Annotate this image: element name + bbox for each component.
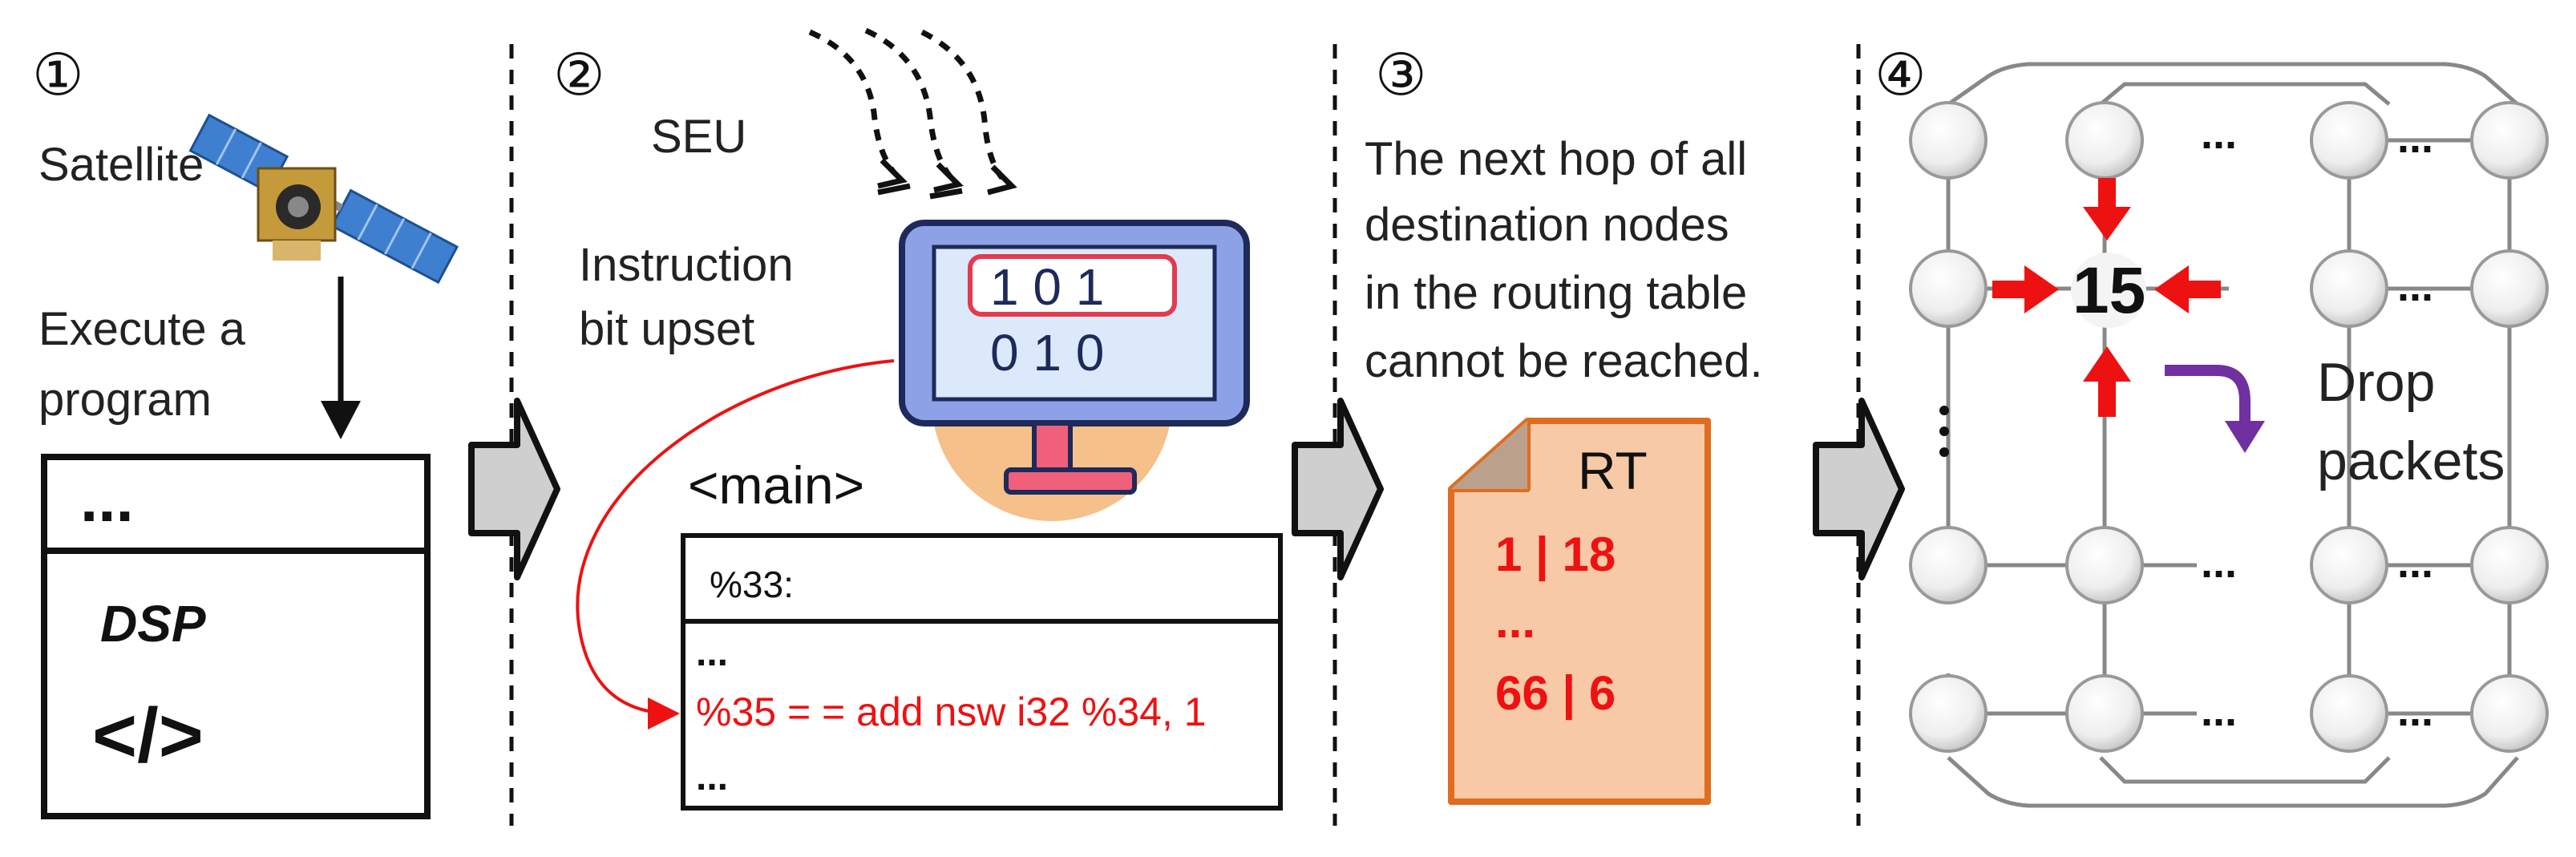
step-4-marker: ④ bbox=[1874, 43, 1927, 107]
bits-bottom: 0 1 0 bbox=[990, 324, 1104, 382]
node bbox=[2470, 249, 2549, 328]
drop-label-line1: Drop bbox=[2317, 352, 2435, 413]
satellite-label: Satellite bbox=[38, 139, 204, 191]
panel-1: ① Satellite Execute a program bbox=[32, 43, 459, 819]
node bbox=[2065, 101, 2144, 180]
panel-4: ④ bbox=[1874, 43, 2549, 808]
network-nodes bbox=[1909, 101, 2549, 753]
instruction-label-line2: bit upset bbox=[579, 303, 754, 355]
drop-arrow-icon bbox=[2165, 365, 2265, 453]
node bbox=[1909, 101, 1988, 180]
seu-label: SEU bbox=[651, 111, 746, 163]
code-dots-1: ... bbox=[696, 632, 728, 674]
step-3-marker: ③ bbox=[1375, 43, 1427, 107]
ellipsis: ... bbox=[2397, 114, 2433, 162]
node bbox=[2065, 526, 2144, 604]
rt-label: RT bbox=[1578, 441, 1648, 500]
incoming-packet-arrows bbox=[1992, 178, 2221, 417]
upset-curve-arrow bbox=[576, 359, 895, 730]
routing-table-document: RT 1 | 18 ... 66 | 6 bbox=[1448, 418, 1711, 805]
satellite-icon bbox=[188, 113, 459, 285]
window-menu-dots: ... bbox=[80, 463, 134, 535]
dsp-label: DSP bbox=[100, 595, 206, 653]
monitor-icon: 1 0 1 0 1 0 bbox=[899, 220, 1250, 521]
flow-arrows bbox=[468, 398, 1905, 580]
step-2-marker: ② bbox=[553, 43, 605, 107]
center-node-label: 15 bbox=[2073, 254, 2145, 327]
main-function-label: <main> bbox=[688, 455, 864, 515]
ellipsis: ... bbox=[2397, 262, 2433, 310]
vertical-ellipsis bbox=[1939, 406, 1949, 457]
step-1-marker: ① bbox=[32, 43, 84, 107]
node bbox=[2065, 674, 2144, 753]
panel3-text-line1: The next hop of all bbox=[1365, 133, 1747, 185]
ellipsis: ... bbox=[2397, 687, 2433, 735]
rt-row-2: ... bbox=[1495, 594, 1535, 648]
flow-arrow-3 bbox=[1813, 398, 1905, 580]
rt-row-3: 66 | 6 bbox=[1495, 666, 1616, 721]
panel3-text-line3: in the routing table bbox=[1365, 267, 1747, 319]
node bbox=[2310, 674, 2388, 753]
node bbox=[1909, 674, 1988, 753]
panel3-text-line4: cannot be reached. bbox=[1365, 335, 1763, 387]
panel-3: ③ The next hop of all destination nodes … bbox=[1365, 43, 1763, 805]
node-15 bbox=[2071, 253, 2146, 328]
flow-arrow-1 bbox=[468, 398, 560, 580]
panel3-text-line2: destination nodes bbox=[1365, 199, 1729, 251]
instruction-label-line1: Instruction bbox=[579, 239, 794, 291]
rt-row-1: 1 | 18 bbox=[1495, 528, 1616, 582]
ellipsis: ... bbox=[2201, 539, 2237, 587]
ellipsis: ... bbox=[2201, 687, 2237, 735]
node bbox=[2310, 101, 2388, 180]
code-icon: </> bbox=[92, 693, 204, 778]
code-dots-2: ... bbox=[696, 756, 728, 798]
code-header: %33: bbox=[710, 564, 794, 605]
ir-code-box: %33: ... %35 = = add nsw i32 %34, 1 ... bbox=[681, 533, 1283, 811]
radiation-icon bbox=[808, 27, 1005, 180]
program-window: ... DSP </> bbox=[41, 454, 431, 819]
node bbox=[1909, 526, 1988, 604]
execute-label-line1: Execute a bbox=[38, 303, 246, 355]
ellipsis: ... bbox=[2201, 110, 2237, 158]
drop-label-line2: packets bbox=[2317, 431, 2505, 491]
panel-2: ② SEU Instruction bit upset 1 0 1 0 1 0 bbox=[553, 27, 1283, 811]
code-instruction: %35 = = add nsw i32 %34, 1 bbox=[696, 689, 1207, 734]
node bbox=[2310, 526, 2388, 604]
torus-wrap-links bbox=[1947, 62, 2519, 808]
ellipsis: ... bbox=[2397, 539, 2433, 587]
flow-arrow-2 bbox=[1292, 398, 1384, 580]
bits-top: 1 0 1 bbox=[990, 258, 1104, 316]
node bbox=[2310, 249, 2388, 328]
execute-arrow-head bbox=[321, 401, 361, 439]
grid-ellipses: ... ... ... ... ... ... ... bbox=[2201, 110, 2433, 735]
node bbox=[2470, 674, 2549, 753]
execute-label-line2: program bbox=[38, 374, 212, 426]
node bbox=[2470, 526, 2549, 604]
node bbox=[2470, 101, 2549, 180]
node bbox=[1909, 249, 1988, 328]
radiation-arrowheads bbox=[877, 158, 1017, 200]
